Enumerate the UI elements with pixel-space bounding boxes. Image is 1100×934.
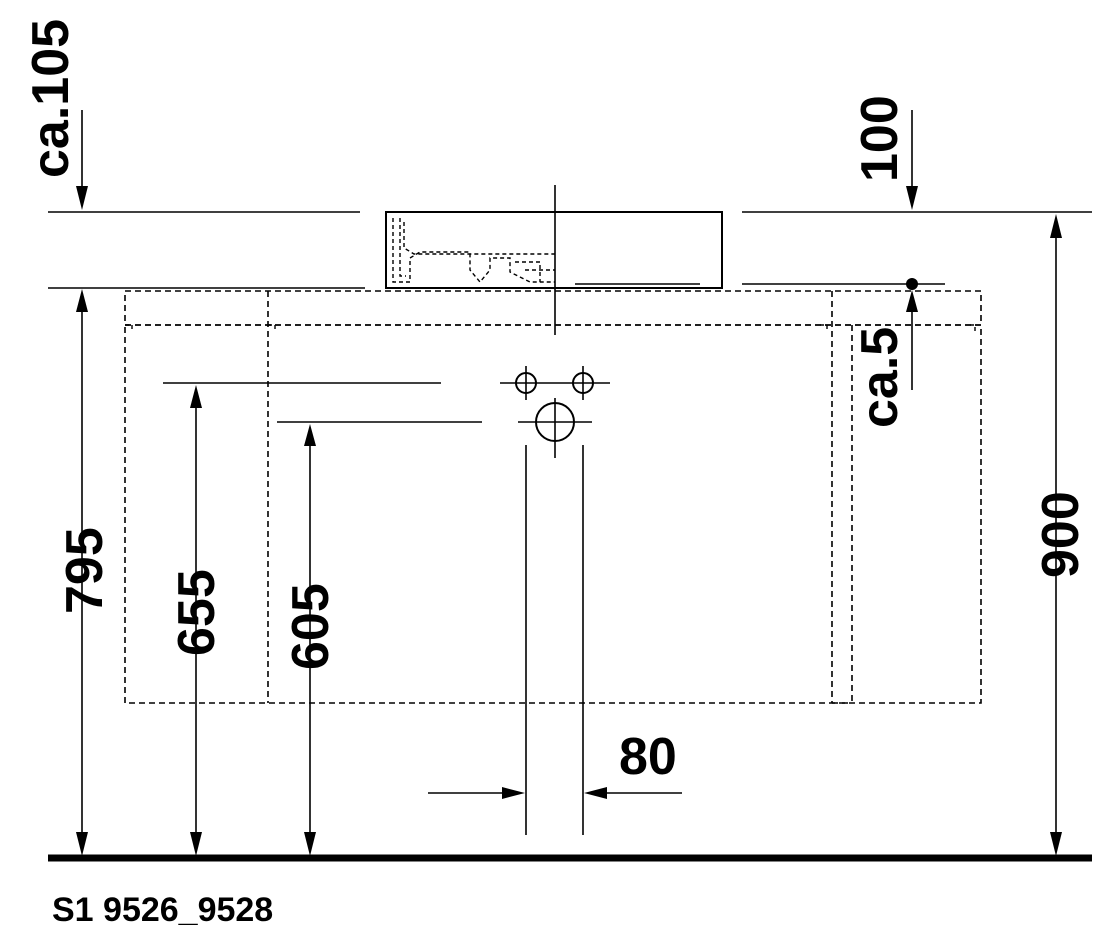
drain-connection	[518, 398, 592, 458]
height-reference-lines	[163, 382, 482, 423]
dim-countertop-gap: ca.5	[851, 278, 918, 428]
dim-countertop-gap-label: ca.5	[851, 327, 909, 428]
dim-counter-height: 900	[1032, 214, 1090, 856]
dim-pipe-spacing-label: 80	[619, 728, 677, 786]
dim-basin-height-label: 100	[851, 95, 909, 182]
supply-connections	[500, 366, 610, 400]
dim-overflow-top: ca.105	[22, 19, 88, 210]
dim-supply-height-label: 655	[168, 569, 226, 656]
vanity-cabinet	[124, 290, 982, 704]
dim-counter-height-label: 900	[1032, 491, 1090, 578]
dim-drain-height-label: 605	[282, 583, 340, 670]
dim-drain-height: 605	[282, 424, 340, 856]
pipe-extension-lines	[525, 445, 584, 835]
dim-pipe-spacing: 80	[428, 728, 682, 799]
dim-supply-height: 655	[168, 385, 226, 856]
dim-overflow-top-label: ca.105	[22, 19, 80, 178]
washbasin	[385, 185, 723, 335]
drawing-code: S1 9526_9528	[52, 891, 273, 929]
dim-basin-height: 100	[851, 95, 918, 210]
dim-total-left: 795	[56, 289, 114, 856]
dim-total-left-label: 795	[56, 527, 114, 614]
